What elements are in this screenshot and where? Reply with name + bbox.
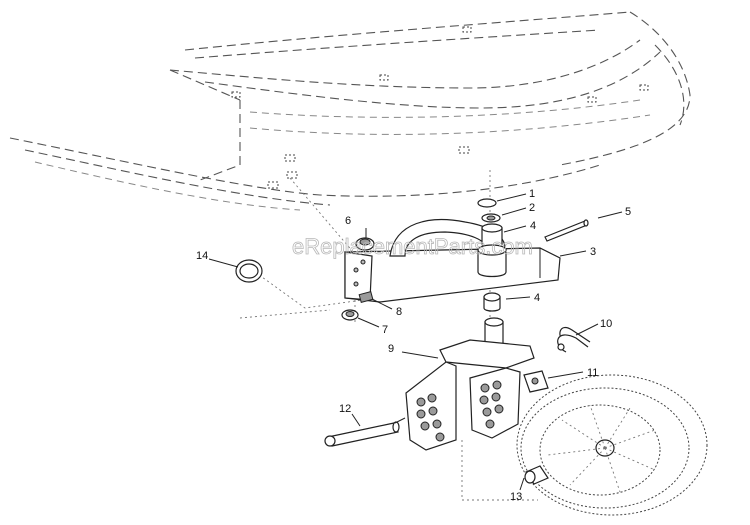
part-3-bracket xyxy=(344,219,561,303)
callout-7: 7 xyxy=(382,324,388,336)
pivot-tube xyxy=(477,244,507,278)
callout-3: 3 xyxy=(590,246,596,258)
part-8-nut xyxy=(358,290,374,304)
part-4-bushing-upper xyxy=(481,223,503,249)
callout-8: 8 xyxy=(396,306,402,318)
callout-5: 5 xyxy=(625,206,631,218)
part-10-hairpin xyxy=(557,326,591,353)
callout-2: 2 xyxy=(529,202,535,214)
part-9-caster-fork xyxy=(405,317,535,451)
callout-4-lower: 4 xyxy=(534,292,540,304)
part-11-spacer xyxy=(523,370,549,393)
part-12-axle-bolt xyxy=(324,417,406,447)
callout-9: 9 xyxy=(388,343,394,355)
part-7-nut xyxy=(341,309,359,321)
part-5-pin xyxy=(544,219,589,242)
watermark: eReplacementParts.com xyxy=(292,234,533,259)
part-2-washer xyxy=(481,213,501,223)
callout-4-upper: 4 xyxy=(530,220,536,232)
callout-10: 10 xyxy=(600,318,612,330)
callout-11: 11 xyxy=(587,367,598,379)
part-4-bushing-lower xyxy=(483,292,501,312)
part-6-nut xyxy=(355,237,375,251)
callout-13: 13 xyxy=(510,491,522,503)
callout-14: 14 xyxy=(196,250,208,262)
part-14-bushing xyxy=(235,259,263,283)
leader-lines xyxy=(208,193,623,491)
mower-deck-outline xyxy=(9,11,691,211)
callout-12: 12 xyxy=(339,403,351,415)
part-1-clip xyxy=(477,198,497,208)
callout-6: 6 xyxy=(345,215,351,227)
part-13-wheel-bushing xyxy=(524,465,549,485)
callout-1: 1 xyxy=(529,188,535,200)
caster-wheel xyxy=(516,374,708,516)
